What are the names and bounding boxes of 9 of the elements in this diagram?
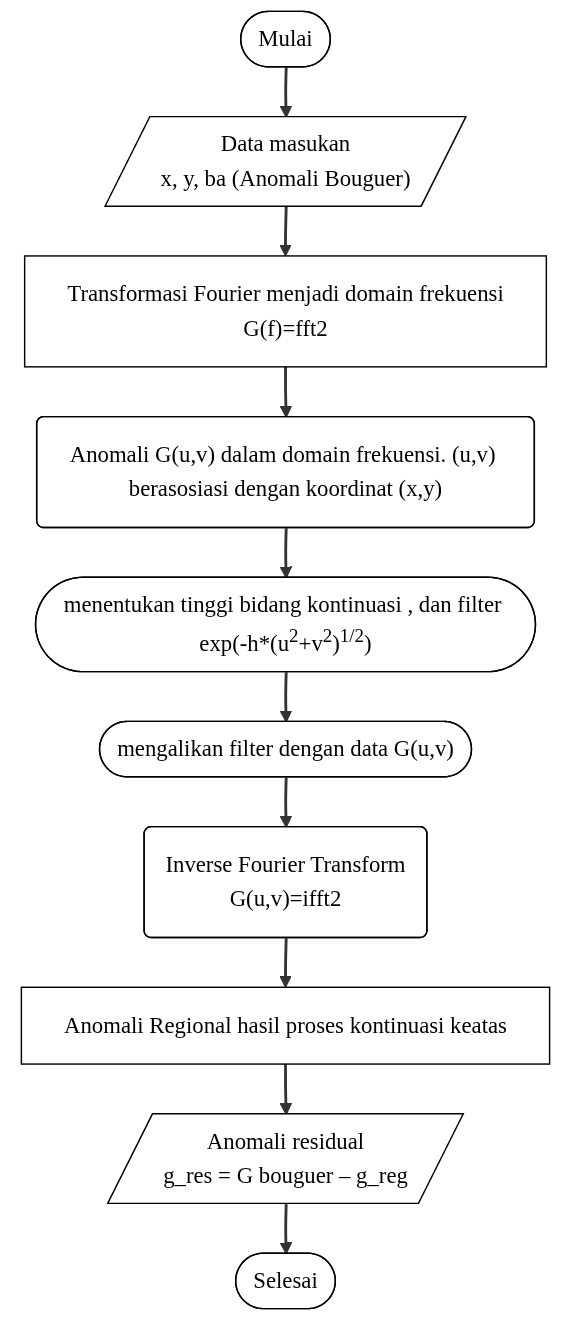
arrow [279,672,293,723]
arrow [279,777,293,828]
node-box: Anomali Regional hasil proses kontinuasi keatas [20,986,551,1065]
arrow [279,366,293,418]
arrow [279,206,292,257]
arrow [279,528,293,579]
node-box: Transformasi Fourier menjadi domain frekuensi G(f)=fft2 [23,255,548,368]
arrow [279,1204,293,1255]
arrow [279,938,292,988]
